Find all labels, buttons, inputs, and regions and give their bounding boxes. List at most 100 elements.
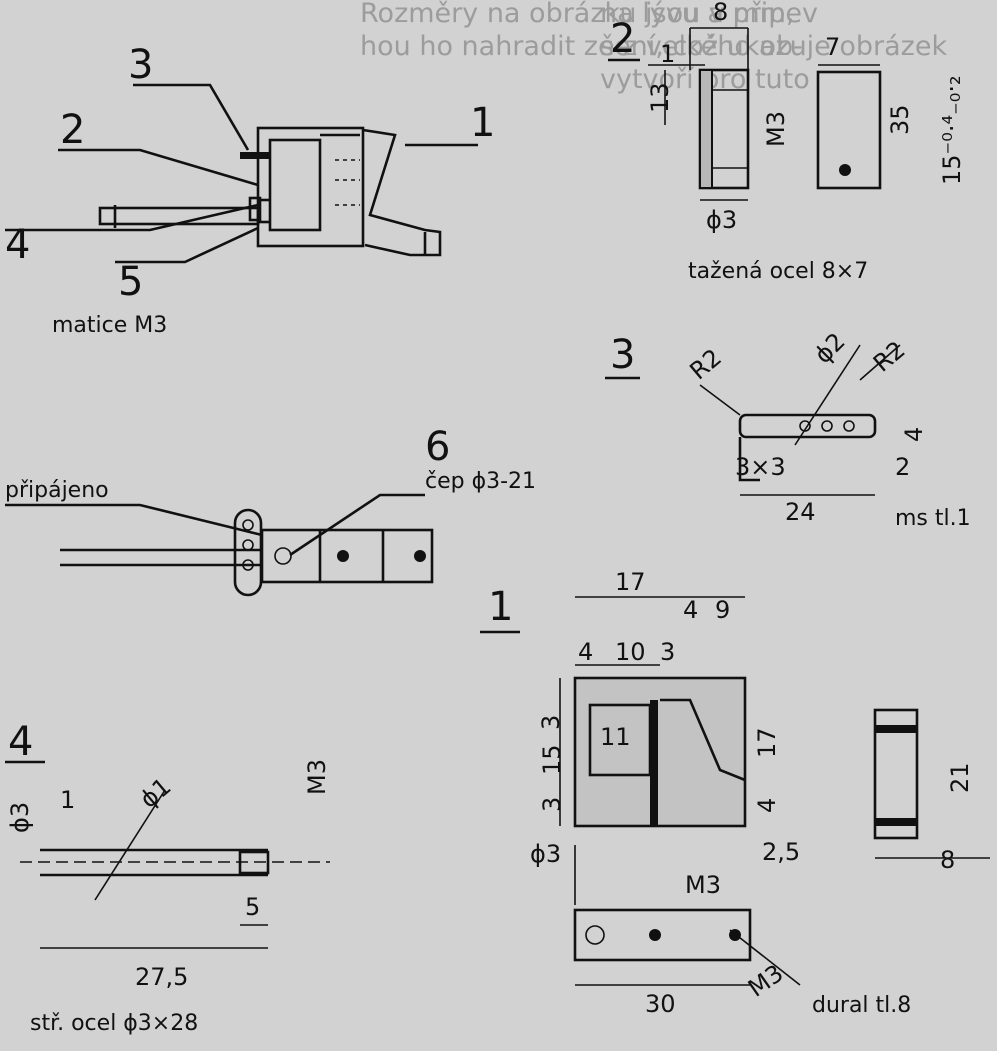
part-1-plan <box>573 908 752 962</box>
dim-phi3c: ϕ3 <box>6 802 34 833</box>
part-3-view: 3 R2 ϕ2 R2 4 3×3 2 24 ms tl.1 <box>605 327 971 531</box>
brass-label: ms tl.1 <box>895 506 971 531</box>
leader-r2a <box>699 384 741 416</box>
part-number-3-assembly: 3 <box>128 42 153 88</box>
dim-3a: 3 <box>660 638 675 666</box>
part-4-view: 4 1 ϕ1 ϕ3 M3 5 27,5 stř. ocel ϕ3×28 <box>5 719 331 1036</box>
dim-13: 13 <box>646 82 674 113</box>
frame-inner <box>268 138 322 232</box>
dim-phi3b: ϕ3 <box>530 840 561 868</box>
part-number-2-assembly: 2 <box>60 107 85 153</box>
dim-4d: 4 <box>753 798 781 813</box>
dim-17a: 17 <box>615 568 646 596</box>
part-6-view: 6 čep ϕ3-21 připájeno <box>5 424 536 597</box>
assembly-view: 3 2 1 4 5 matice M3 <box>5 42 495 338</box>
part-number-4: 4 <box>8 719 33 765</box>
dim-11: 11 <box>600 723 631 751</box>
spring-2 <box>240 152 270 159</box>
dim-3c: 3 <box>538 797 566 812</box>
dim-r2b: R2 <box>868 336 910 378</box>
dim-35: 35 <box>886 104 914 135</box>
bg-text-3: šení, což ukazuje obrázek <box>600 31 947 62</box>
dim-25: 2,5 <box>762 838 800 866</box>
dim-4b: 4 <box>683 596 698 624</box>
leader-soldered <box>5 503 263 537</box>
dim-m3c: M3 <box>743 959 789 1003</box>
hole-a <box>799 420 811 432</box>
part-2-view: 2 8 1 13 M3 ϕ3 7 35 15⁻⁰·⁴₋₀·₂ tažená oc… <box>608 0 966 284</box>
arm-1 <box>362 128 442 257</box>
dim-4c: 4 <box>578 638 593 666</box>
part-6-block <box>260 528 434 584</box>
part-1-side-band-1 <box>875 725 917 733</box>
leader-phi1 <box>94 789 166 901</box>
part-number-3: 3 <box>610 332 635 378</box>
dim-5: 5 <box>245 893 260 921</box>
block-hole-1 <box>274 547 292 565</box>
leader-m3c <box>729 929 801 986</box>
dim-phi2: ϕ2 <box>809 327 851 369</box>
leader-4 <box>5 203 259 232</box>
tab-hole-2 <box>242 539 254 551</box>
dim-8b: 8 <box>940 846 955 874</box>
dim-2: 2 <box>895 453 910 481</box>
background-text: na lývu a připev Rozměry na obrázku jsou… <box>360 0 947 95</box>
part-2-hatch <box>699 69 713 189</box>
dim-3x3: 3×3 <box>735 453 786 481</box>
dim-phi3a: ϕ3 <box>706 206 737 234</box>
plan-hole-2 <box>649 929 661 941</box>
hole-b <box>821 420 833 432</box>
part-1-view: 1 17 4 9 4 10 3 11 3 15 3 17 4 ϕ3 2,5 M3… <box>480 568 990 1018</box>
pin-4 <box>98 206 260 226</box>
nut-label: matice M3 <box>52 313 167 338</box>
leader-r2b <box>859 344 901 381</box>
leader-6 <box>289 493 425 557</box>
dim-30: 30 <box>645 990 676 1018</box>
frame-outer <box>256 126 365 248</box>
soldered-label: připájeno <box>5 478 109 503</box>
part-number-5-assembly: 5 <box>118 259 143 305</box>
dim-r2a: R2 <box>685 343 727 385</box>
part-3-strip <box>738 413 877 439</box>
dim-15: 15 <box>538 744 566 775</box>
nut-5 <box>248 196 262 222</box>
dim-9: 9 <box>715 596 730 624</box>
part-3-bend <box>738 437 760 482</box>
part-1-taper <box>660 698 746 782</box>
dim-7: 7 <box>825 33 840 61</box>
dim-8: 8 <box>713 0 728 26</box>
dim-1a: 1 <box>660 40 675 68</box>
steel-drawn-label: tažená ocel 8×7 <box>688 259 868 284</box>
part-number-1: 1 <box>488 584 513 630</box>
bg-text-2: Rozměry na obrázku jsou v mm, <box>360 0 795 29</box>
dim-15-tol: 15⁻⁰·⁴₋₀·₂ <box>938 75 966 185</box>
part-2-side <box>816 70 882 190</box>
dim-3b: 3 <box>537 715 565 730</box>
pin-label: čep ϕ3-21 <box>425 469 536 494</box>
bg-text-1: na lývu a připev <box>600 0 818 29</box>
part-6-tab <box>233 508 263 597</box>
bg-text-4: hou ho nahradit ze z velkého ob- <box>360 31 803 62</box>
leader-3 <box>133 83 250 151</box>
leader-5 <box>115 226 259 264</box>
leader-phi2 <box>794 344 861 446</box>
part-1-side-band-2 <box>875 818 917 826</box>
hole-c <box>843 420 855 432</box>
part-2-hole <box>839 164 851 176</box>
silver-steel-label: stř. ocel ϕ3×28 <box>30 1011 198 1036</box>
dim-m3b: M3 <box>685 871 721 899</box>
dim-21: 21 <box>946 762 974 793</box>
dim-m3d: M3 <box>303 759 331 795</box>
part-number-1-assembly: 1 <box>470 100 495 146</box>
dim-m3a: M3 <box>762 111 790 147</box>
part-1-side <box>873 708 919 840</box>
pin-4-thread <box>238 850 270 875</box>
part-number-2: 2 <box>610 16 635 62</box>
dim-phi1: ϕ1 <box>135 772 177 813</box>
plan-hole-1 <box>585 925 605 945</box>
part-1-section <box>573 676 747 828</box>
leader-2 <box>58 148 259 187</box>
dural-label: dural tl.8 <box>812 993 911 1018</box>
